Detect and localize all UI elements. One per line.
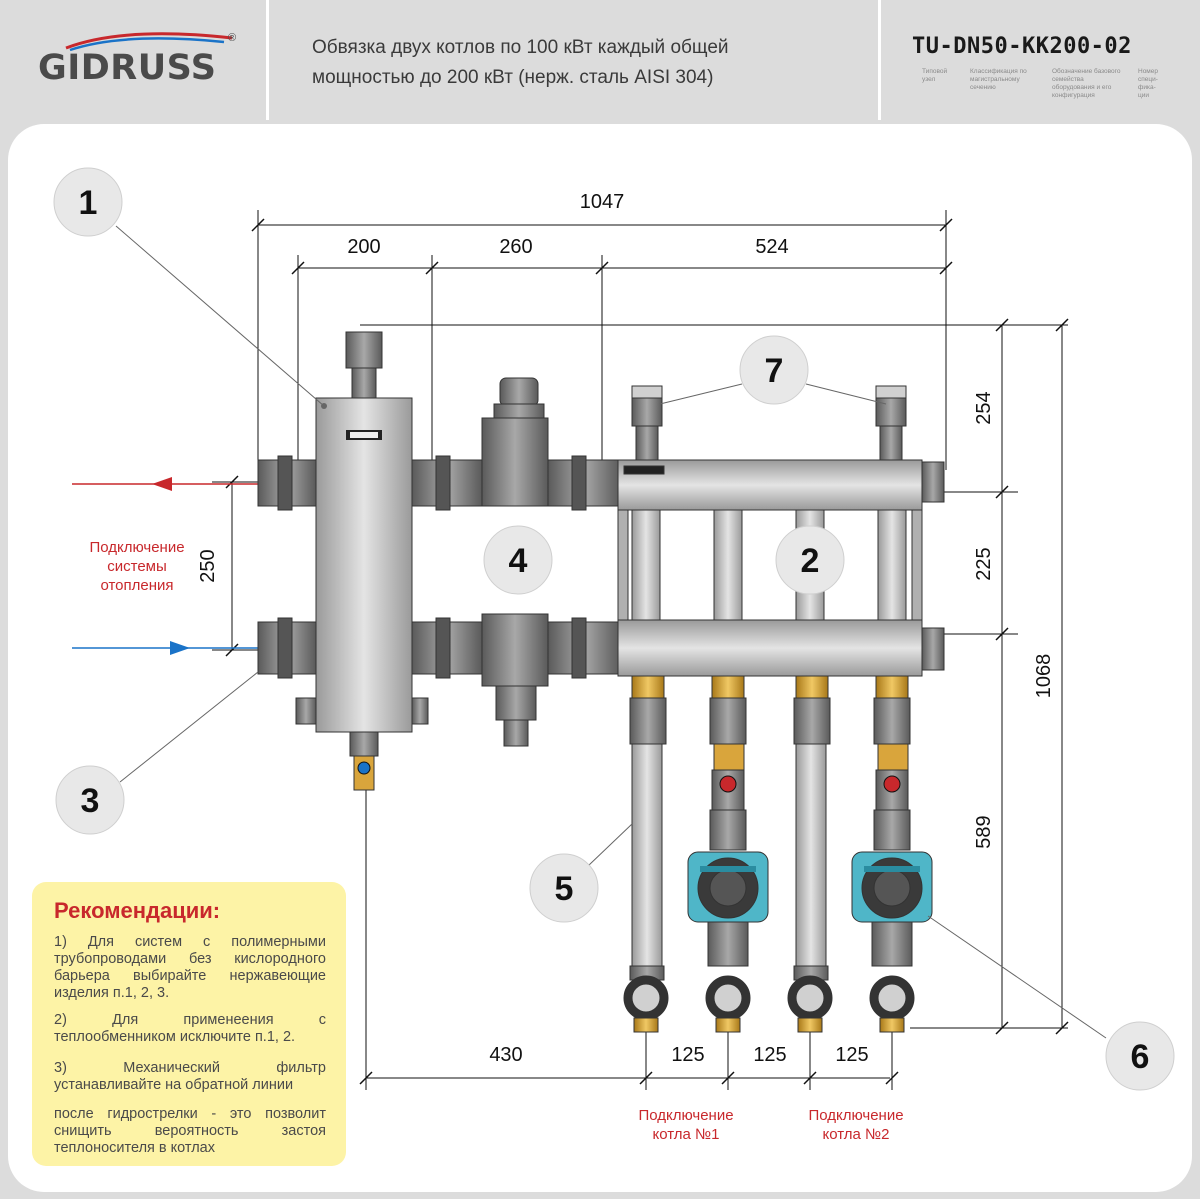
recommendation-item: 3) Механический фильтр устанавливайте на… — [54, 1060, 326, 1093]
pump-icon — [700, 866, 920, 872]
header-divider — [878, 0, 881, 120]
svg-text:6: 6 — [1131, 1038, 1150, 1076]
svg-text:1: 1 — [79, 184, 98, 222]
pipe-unions — [257, 455, 621, 679]
title-line-2: мощностью до 200 кВт (нерж. сталь AISI 3… — [312, 67, 714, 88]
dim-right-low: 589 — [973, 815, 995, 848]
recommendation-item: 2) Для применеения с теплообменником иск… — [54, 1012, 326, 1045]
dim-bottom-c: 125 — [835, 1044, 868, 1066]
svg-text:2: 2 — [801, 542, 820, 580]
boiler-circuit-2-supply — [851, 675, 933, 1033]
boiler-circuit-1-supply — [687, 675, 769, 1033]
code-part-label: Обозначение базового семейства оборудова… — [1052, 68, 1121, 99]
callout-6: 6 — [1105, 1021, 1175, 1091]
callout-7: 7 — [739, 335, 809, 405]
boiler2-label-1: Подключение — [808, 1107, 903, 1124]
svg-text:4: 4 — [509, 542, 528, 580]
brand-logo: GIDRUSS — [38, 48, 217, 88]
boiler1-label-1: Подключение — [638, 1107, 733, 1124]
distribution-manifold — [617, 395, 945, 677]
dim-right-mid: 225 — [973, 547, 995, 580]
heating-label-2: системы — [107, 558, 167, 575]
callout-2: 2 — [775, 525, 845, 595]
code-part-label: Классификация по магистральному сечению — [970, 68, 1027, 91]
callout-3: 3 — [55, 765, 125, 835]
callout-1: 1 — [53, 167, 123, 237]
header: GIDRUSS ® Обвязка двух котлов по 100 кВт… — [0, 0, 1200, 120]
boiler-circuit-2-return — [787, 675, 833, 1033]
product-code: TU-DN50-KK200-02 — [912, 34, 1132, 59]
dim-bottom-a: 125 — [671, 1044, 704, 1066]
heating-label-1: Подключение — [89, 539, 184, 556]
svg-text:3: 3 — [81, 782, 100, 820]
dim-total-width: 1047 — [580, 191, 625, 213]
boiler-circuit-1-return — [623, 675, 669, 1033]
recommendation-item: 1) Для систем с полимерными трубопровода… — [54, 934, 326, 1001]
page-title: Обвязка двух котлов по 100 кВт каждый об… — [312, 33, 852, 93]
dim-bottom-b: 125 — [753, 1044, 786, 1066]
heating-label-3: отопления — [100, 577, 173, 594]
code-part-label: Номер специ-фика-ции — [1138, 68, 1159, 99]
registered-mark: ® — [228, 32, 237, 44]
svg-text:7: 7 — [765, 352, 784, 390]
hydraulic-separator — [295, 331, 429, 791]
arrow-left-icon — [72, 477, 258, 491]
dim-bottom-left: 430 — [489, 1044, 522, 1066]
air-vent-icon — [631, 385, 907, 399]
arrow-right-icon — [72, 641, 258, 655]
recommendation-item: после гидрострелки - это позволит снищит… — [54, 1106, 326, 1156]
logo-swoosh-icon — [65, 32, 233, 52]
callout-leaders — [115, 225, 1107, 1039]
callout-5: 5 — [529, 853, 599, 923]
svg-text:5: 5 — [555, 870, 574, 908]
boiler1-label-2: котла №1 — [653, 1126, 720, 1143]
recommendations-box: Рекомендации: 1) Для систем с полимерным… — [32, 882, 346, 1166]
dim-seg2: 260 — [499, 236, 532, 258]
ball-valve-icon — [719, 775, 901, 793]
air-and-dirt-separator — [481, 377, 549, 747]
callout-4: 4 — [483, 525, 553, 595]
dim-seg3: 524 — [755, 236, 788, 258]
dim-total-height: 1068 — [1033, 654, 1055, 699]
title-line-1: Обвязка двух котлов по 100 кВт каждый об… — [312, 37, 729, 58]
boiler2-label-2: котла №2 — [823, 1126, 890, 1143]
header-divider — [266, 0, 269, 120]
recommendations-title: Рекомендации: — [54, 898, 221, 923]
dimension-ticks — [225, 218, 1069, 1085]
dim-right-top: 254 — [973, 391, 995, 424]
dim-left-height: 250 — [197, 549, 219, 582]
dimension-lines — [212, 210, 1068, 1090]
dim-seg1: 200 — [347, 236, 380, 258]
code-part-label: Типовой узел — [922, 68, 948, 83]
